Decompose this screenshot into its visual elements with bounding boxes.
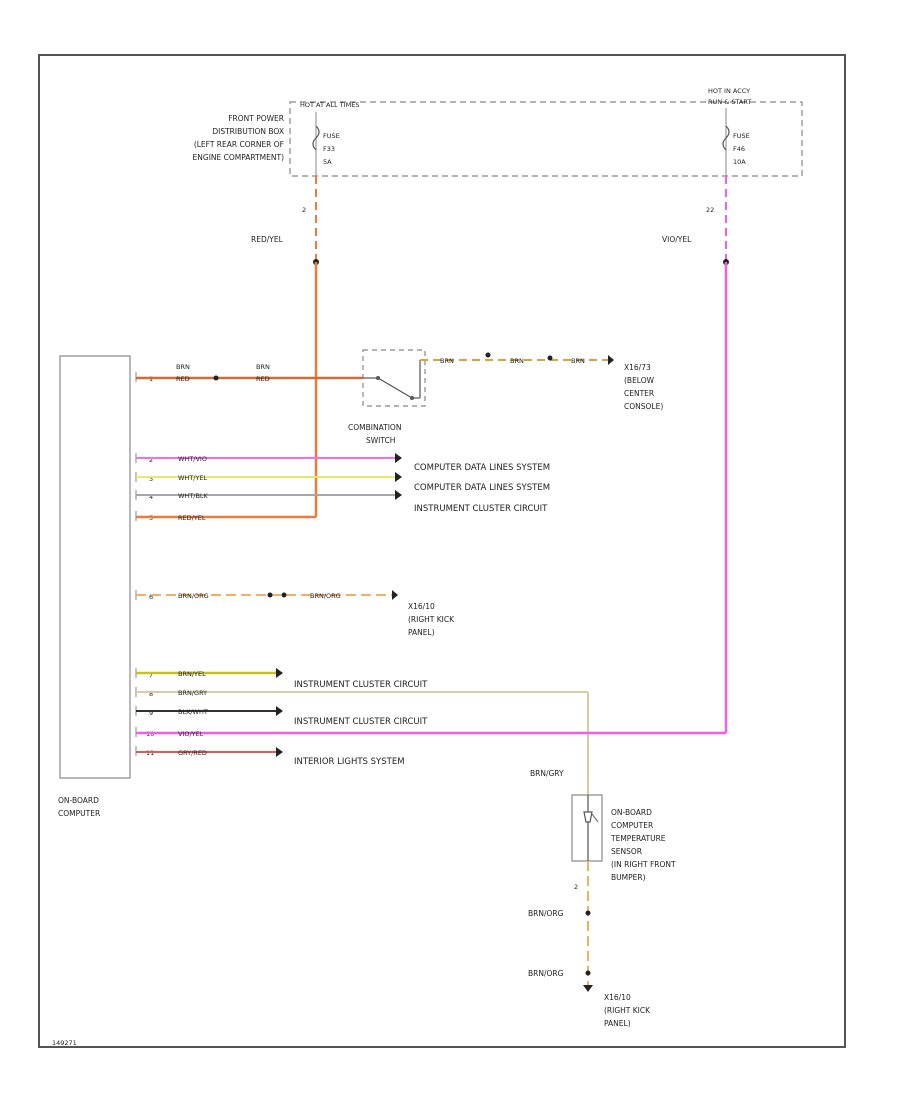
connector-dot — [585, 970, 591, 976]
power-box-label-4: ENGINE COMPARTMENT) — [193, 153, 285, 162]
fuse-left-symbol — [312, 125, 320, 151]
arrow-icon — [276, 668, 283, 678]
computer-label-2: COMPUTER — [58, 809, 100, 818]
wire-label-red: RED — [176, 375, 190, 383]
ground-kick-2-icon — [583, 985, 593, 992]
sensor-wire-top-label: BRN/GRY — [530, 769, 564, 778]
ground-kick-icon — [392, 590, 398, 600]
ground-kick-1-label-3: PANEL) — [408, 628, 435, 637]
ground-console-icon — [608, 355, 614, 365]
wire-label-brn-org: BRN/ORG — [178, 592, 209, 600]
ground-kick-1-label-1: X16/10 — [408, 602, 435, 611]
ground-console-label-2: (BELOW — [624, 376, 655, 385]
hot-in-acc-label-2: RUN & START — [708, 98, 751, 106]
fuse-right-name: FUSE — [733, 132, 750, 140]
dest-data-lines-1: COMPUTER DATA LINES SYSTEM — [414, 463, 550, 473]
on-board-computer — [59, 355, 131, 779]
fuse-left-rating: 5A — [323, 158, 332, 166]
fuse-right-pin: 22 — [706, 206, 714, 214]
dest-cluster-3: INSTRUMENT CLUSTER CIRCUIT — [294, 717, 428, 727]
pin-number: 3 — [149, 475, 153, 483]
wire-label-blk-wht: BLK/WHT — [178, 708, 208, 716]
dest-data-lines-2: COMPUTER DATA LINES SYSTEM — [414, 483, 550, 493]
diagram-id: 149271 — [52, 1039, 77, 1047]
power-box-label-1: FRONT POWER — [228, 114, 284, 123]
connector-dot — [281, 592, 287, 598]
wire-label-red-yel: RED/YEL — [251, 235, 284, 244]
sensor-label-3: TEMPERATURE — [610, 834, 666, 843]
ground-kick-2-label-2: (RIGHT KICK — [604, 1006, 651, 1015]
wire-label-wht-blk: WHT/BLK — [178, 492, 209, 500]
sensor-label-4: SENSOR — [611, 847, 642, 856]
ground-kick-1-label-2: (RIGHT KICK — [408, 615, 455, 624]
dest-cluster-1: INSTRUMENT CLUSTER CIRCUIT — [414, 504, 548, 514]
ground-kick-2-label-1: X16/10 — [604, 993, 631, 1002]
sensor-label-1: ON-BOARD — [611, 808, 652, 817]
ground-console-label-4: CONSOLE) — [624, 402, 663, 411]
wire-label-brn-3: BRN — [571, 357, 585, 365]
sensor-label-5: (IN RIGHT FRONT — [611, 860, 676, 869]
power-box-label-3: (LEFT REAR CORNER OF — [194, 140, 284, 149]
dest-interior-lights: INTERIOR LIGHTS SYSTEM — [294, 757, 405, 767]
sensor-wire-label-a: BRN/ORG — [528, 909, 564, 918]
wire-label-gry-red: GRY/RED — [178, 749, 207, 757]
wire-label-vio-yel: VIO/YEL — [662, 235, 692, 244]
fuse-right-rating: 10A — [733, 158, 746, 166]
pin-number: 8 — [149, 690, 153, 698]
wire-label-brn-1: BRN — [440, 357, 454, 365]
pin-number: 4 — [149, 493, 153, 501]
power-distribution-box: FRONT POWER DISTRIBUTION BOX (LEFT REAR … — [193, 87, 803, 214]
dest-cluster-2: INSTRUMENT CLUSTER CIRCUIT — [294, 680, 428, 690]
fuse-right-number: F46 — [733, 145, 745, 153]
sensor-wire-label-b: BRN/ORG — [528, 969, 564, 978]
hot-at-all-times-label: HOT AT ALL TIMES — [300, 101, 360, 109]
sensor-pin: 2 — [574, 883, 578, 891]
sensor-label-2: COMPUTER — [611, 821, 653, 830]
ground-console-label-1: X16/73 — [624, 363, 651, 372]
combination-switch — [362, 349, 426, 407]
fuse-left-pin: 2 — [302, 206, 306, 214]
computer-pin-numbers: 1 2 3 4 5 6 7 8 9 10 11 — [146, 375, 154, 757]
connector-dot — [267, 592, 273, 598]
combination-switch-label-2: SWITCH — [366, 436, 395, 445]
pin-number: 9 — [149, 709, 153, 717]
connector-dot — [213, 375, 219, 381]
arrow-icon — [395, 490, 402, 500]
wire-label-brn: BRN — [256, 363, 270, 371]
wire-label-vio-yel-pin10: VIO/YEL — [178, 730, 204, 738]
wire-label-wht-vio: WHT/VIO — [178, 455, 207, 463]
pin-number: 7 — [149, 671, 153, 679]
wire-label-brn: BRN — [176, 363, 190, 371]
connector-dot — [547, 355, 553, 361]
temperature-sensor — [571, 794, 603, 862]
wire-label-red-yel-pin5: RED/YEL — [178, 514, 206, 522]
wire-label-brn-org: BRN/ORG — [310, 592, 341, 600]
wire-label-brn-gry: BRN/GRY — [178, 689, 207, 697]
wire-label-brn-yel: BRN/YEL — [178, 670, 206, 678]
arrow-icon — [395, 453, 402, 463]
arrow-icon — [276, 747, 283, 757]
connector-dot — [485, 352, 491, 358]
pin-number: 6 — [149, 593, 153, 601]
diagram-frame — [38, 54, 846, 1048]
computer-label-1: ON-BOARD — [58, 796, 99, 805]
sensor-label-6: BUMPER) — [611, 873, 646, 882]
fuse-left-number: F33 — [323, 145, 335, 153]
arrow-icon — [395, 472, 402, 482]
fuse-right-symbol — [722, 125, 730, 151]
wire-label-wht-yel: WHT/YEL — [178, 474, 208, 482]
ground-kick-2-label-3: PANEL) — [604, 1019, 631, 1028]
ground-console-label-3: CENTER — [624, 389, 654, 398]
wire-label-brn-2: BRN — [510, 357, 524, 365]
connector-dot — [585, 910, 591, 916]
pin-number: 2 — [149, 456, 153, 464]
fuse-left-name: FUSE — [323, 132, 340, 140]
combination-switch-label-1: COMBINATION — [348, 423, 401, 432]
wire-label-red: RED — [256, 375, 270, 383]
hot-in-acc-label-1: HOT IN ACCY — [708, 87, 750, 95]
arrow-icon — [276, 706, 283, 716]
power-box-label-2: DISTRIBUTION BOX — [212, 127, 284, 136]
